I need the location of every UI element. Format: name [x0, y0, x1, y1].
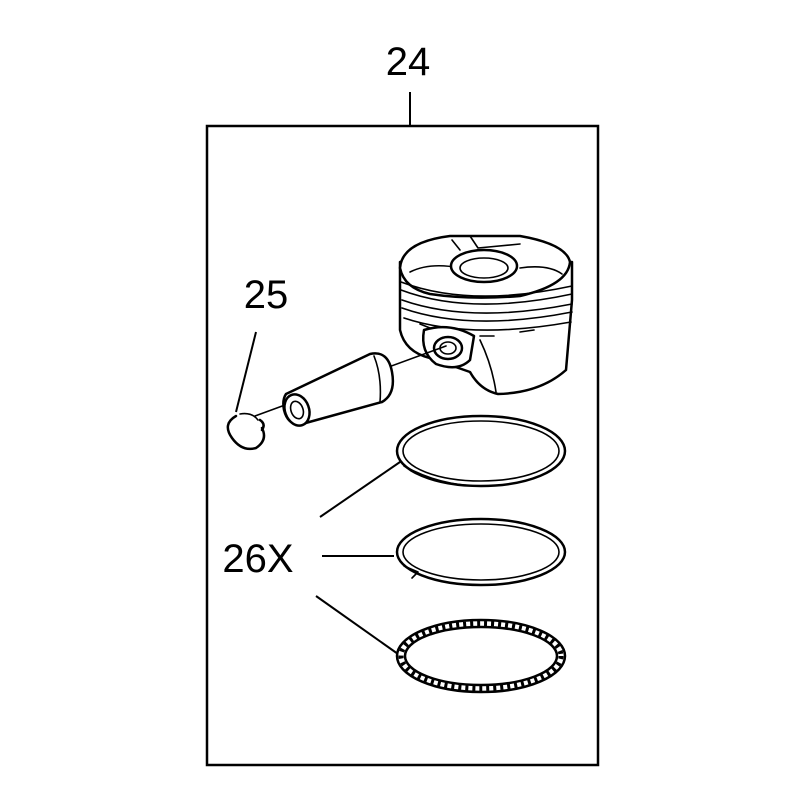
- piston-pin: [282, 352, 395, 427]
- callout-25-leader: [235, 331, 257, 413]
- callout-26x-leader-bottom: [315, 595, 399, 655]
- piston: [398, 234, 574, 396]
- callout-26x: 26X: [222, 537, 293, 581]
- oil-control-ring: [395, 618, 567, 694]
- pin-retaining-clip: [226, 414, 266, 451]
- top-compression-ring: [395, 414, 567, 488]
- second-compression-ring: [395, 517, 567, 587]
- callout-26x-leader-top: [319, 461, 401, 518]
- callout-24: 24: [386, 40, 431, 84]
- callout-25: 25: [244, 273, 289, 317]
- kit-frame: [205, 124, 600, 767]
